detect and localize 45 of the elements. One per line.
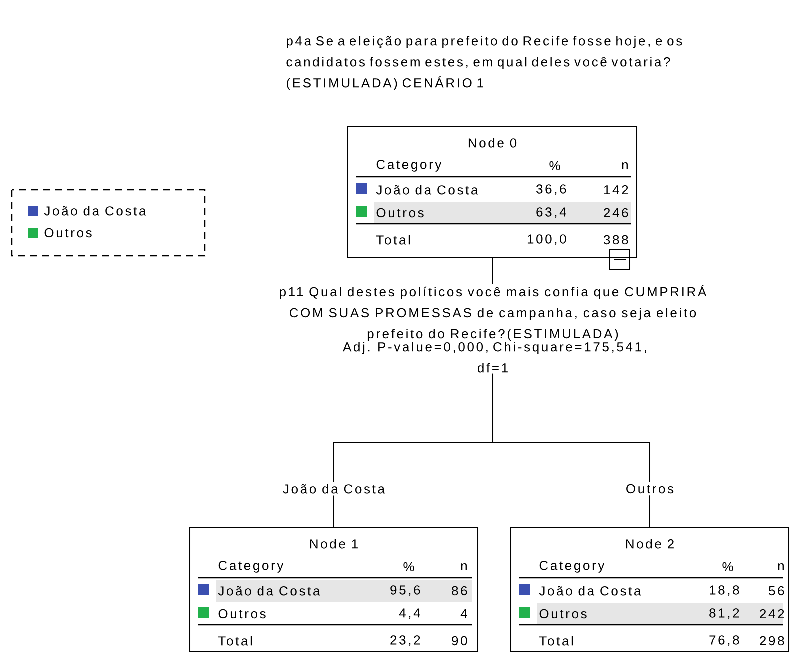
count-value: 86 — [452, 586, 468, 596]
count-value: 298 — [760, 636, 784, 646]
percent-value: 63,4 — [536, 208, 566, 218]
category-label: João da Costa — [218, 586, 320, 596]
column-header: % — [722, 562, 734, 572]
percent-value: 18,8 — [710, 586, 740, 596]
percent-value: 76,8 — [710, 636, 740, 646]
edge-label: João da Costa — [281, 482, 388, 496]
percent-value: 100,0 — [528, 234, 566, 246]
category-label: João da Costa — [376, 185, 478, 195]
node-title: Node 2 — [626, 539, 674, 549]
count-value: 246 — [604, 208, 628, 218]
column-header: Category — [376, 160, 442, 172]
count-value: 242 — [760, 609, 784, 619]
column-header: n — [622, 162, 628, 170]
count-value: 90 — [452, 636, 468, 646]
percent-value: 95,6 — [390, 586, 420, 596]
percent-value: 81,2 — [710, 608, 740, 620]
count-value: 56 — [769, 586, 784, 596]
category-label: Outros — [540, 609, 587, 619]
category-label: Outros — [218, 609, 266, 619]
edge-label: Outros — [624, 482, 676, 496]
percent-value: 36,6 — [536, 184, 566, 196]
split-description: p11 Qual destes políticos você mais confia que CUMPRIRÁ COM SUAS PROMESSAS de campanha, caso seja eleito prefeito do Recife?(ESTIMULADA) Adj. P-value=0,000, Chi-square=175,541, df=1 — [280, 285, 707, 373]
column-header: Category — [540, 561, 605, 573]
category-label: Total — [376, 235, 410, 245]
node-title: Node 0 — [468, 138, 517, 148]
percent-value: 23,2 — [390, 636, 420, 646]
category-label: Total — [218, 636, 252, 646]
column-header: Category — [218, 561, 284, 573]
legend-label: Outros — [44, 228, 92, 238]
legend-label: João da Costa — [44, 206, 146, 216]
category-label: Outros — [376, 208, 424, 218]
node-title: Node 1 — [310, 539, 358, 549]
category-label: Total — [540, 636, 574, 646]
category-label: João da Costa — [539, 586, 642, 596]
column-header: n — [778, 564, 784, 570]
column-header: % — [550, 161, 560, 171]
count-value: 388 — [604, 235, 628, 245]
column-header: % — [404, 562, 414, 572]
count-value: 4 — [460, 610, 468, 618]
title: p4a Se a eleição para prefeito do Recife fosse hoje, e os candidatos fossem estes, em qual deles você votaria? (ESTIMULADA) CENÁRIO 1 — [286, 36, 682, 90]
count-value: 142 — [604, 185, 628, 195]
percent-value: 4,4 — [399, 608, 420, 620]
column-header: n — [461, 564, 467, 570]
